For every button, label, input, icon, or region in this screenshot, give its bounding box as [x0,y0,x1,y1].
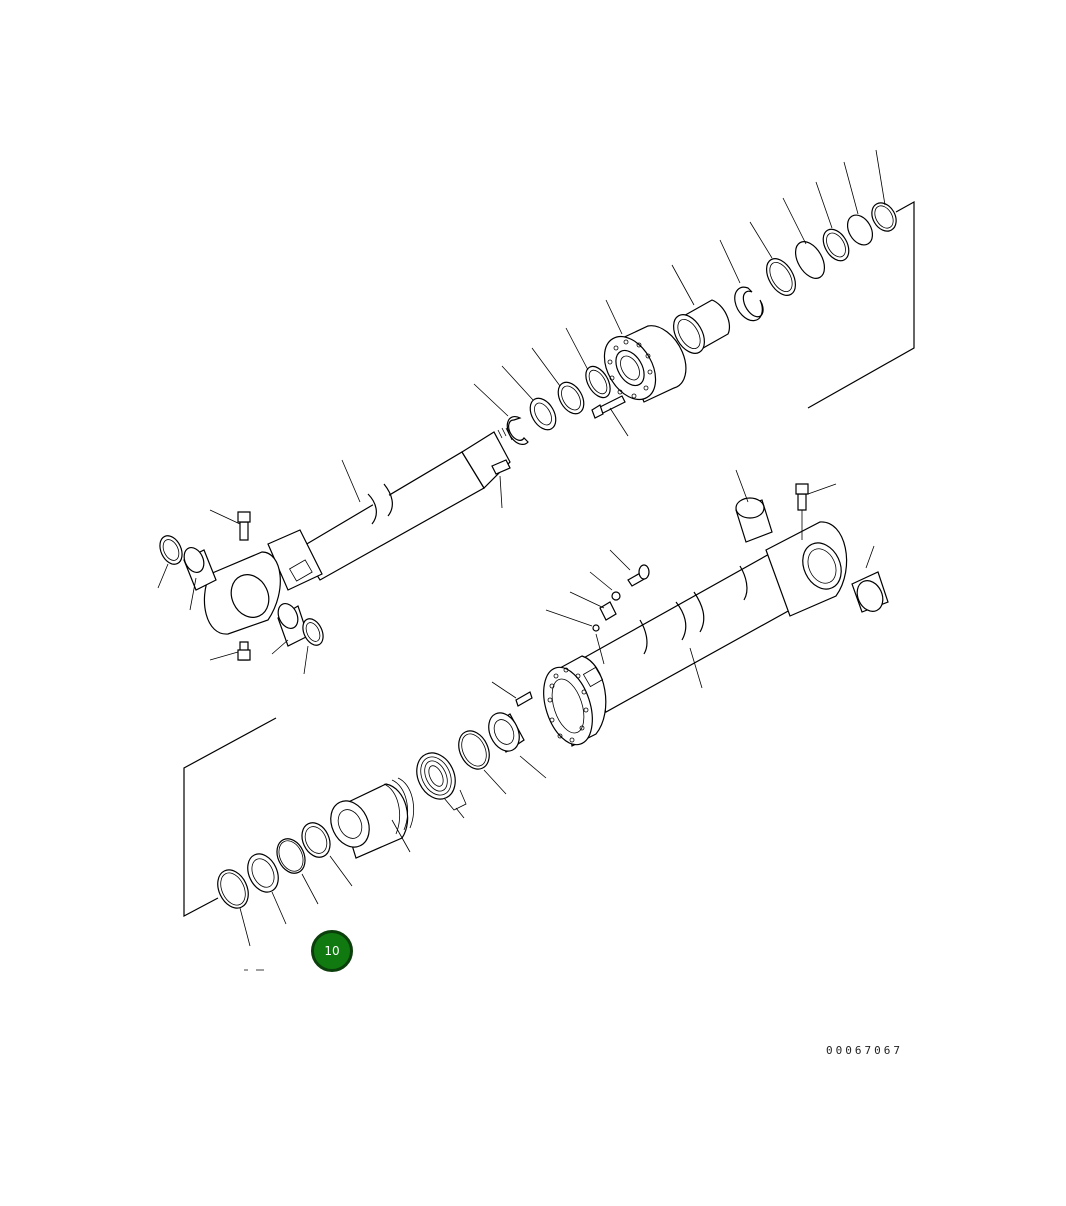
callout-label: 10 [324,944,340,958]
cylinder-head [591,299,687,437]
piston-rod [299,427,513,581]
upper-bracket [807,200,915,409]
upper-seal-rings [671,149,897,354]
rod-eye [157,509,324,675]
drawing-number: 00067067 [826,1044,903,1057]
callout-badge[interactable]: 10 [311,930,353,972]
lower-bracket [183,717,277,971]
rod-seals [473,327,611,445]
cylinder-tube [579,469,889,713]
tube-flange [491,549,650,747]
piston-assembly [217,712,547,947]
